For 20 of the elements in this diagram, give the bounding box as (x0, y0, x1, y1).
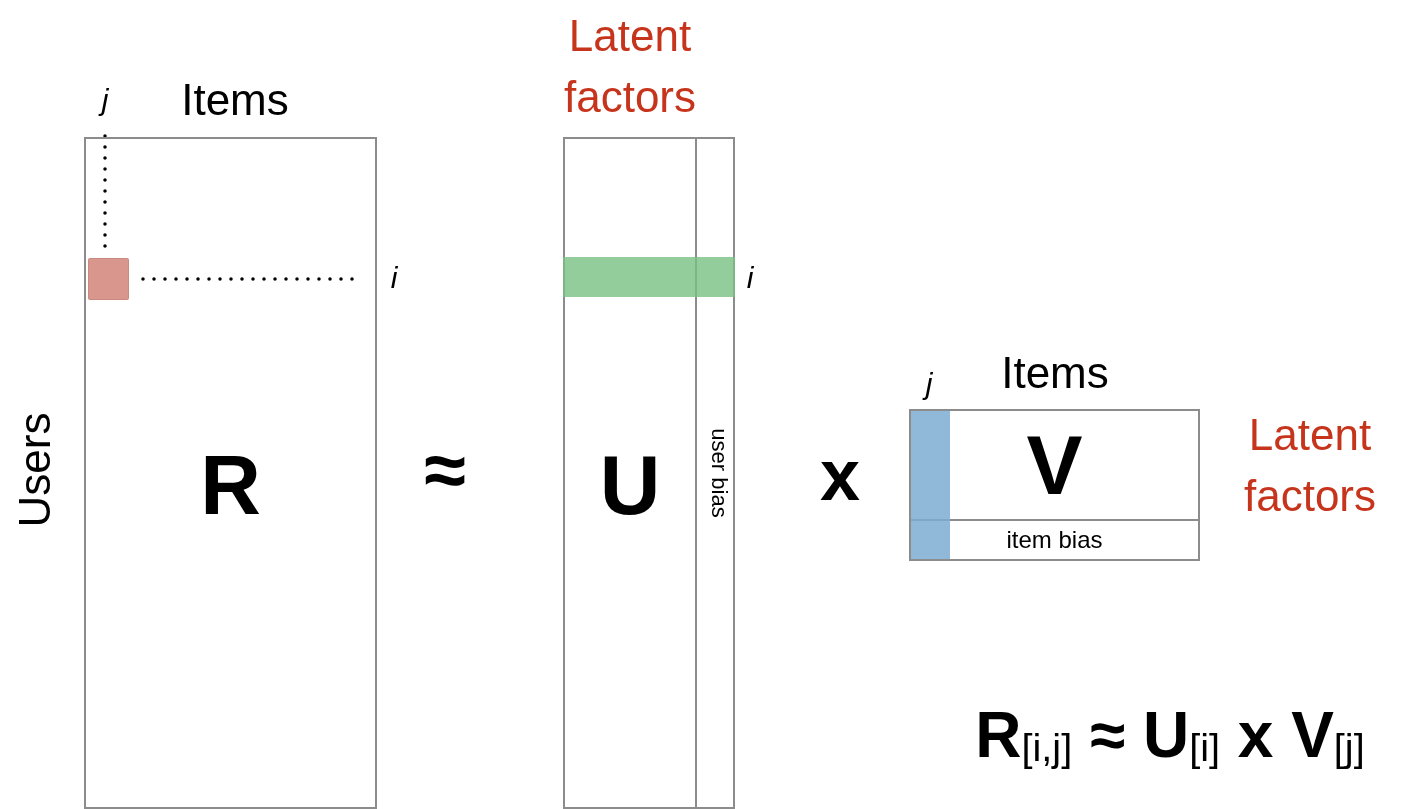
axis-label: Users (13, 412, 57, 528)
axis-label: Items (1001, 351, 1109, 395)
axis-label: Latent factors (1242, 409, 1377, 522)
rating-cell (88, 258, 129, 300)
bias-label: item bias (1006, 526, 1103, 554)
bias-row (909, 519, 1200, 561)
matrix-letter: V (1026, 416, 1083, 514)
bias-label: user bias (706, 428, 732, 518)
axis-label: Items (181, 78, 289, 122)
approx-symbol: ≈ (424, 432, 466, 508)
multiply-symbol: x (819, 439, 860, 511)
user-row-bar (563, 257, 735, 297)
item-column-bar (911, 411, 950, 559)
axis-label: Latent factors (562, 10, 697, 123)
index-label: i (390, 261, 398, 295)
index-label: i (746, 263, 754, 293)
matrix-box (84, 137, 377, 809)
matrix-letter: U (599, 436, 661, 534)
bias-column (695, 137, 735, 809)
matrix-letter: R (200, 436, 261, 534)
